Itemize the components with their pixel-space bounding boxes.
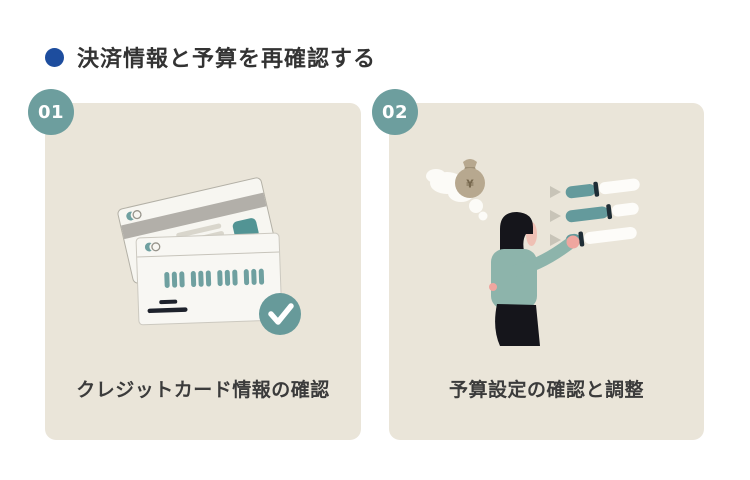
person-hand bbox=[566, 235, 580, 249]
card-holder-lines bbox=[147, 299, 188, 314]
bullet-circle-icon bbox=[45, 47, 64, 67]
card-number-digits bbox=[164, 268, 265, 288]
card-brand-icon bbox=[126, 210, 142, 221]
front-card bbox=[135, 232, 283, 326]
check-icon bbox=[259, 293, 301, 335]
budget-sliders-illustration: ¥ bbox=[426, 159, 640, 346]
magnetic-stripe bbox=[121, 192, 267, 240]
step-card-payment: 01 bbox=[28, 89, 361, 440]
step-label: クレジットカード情報の確認 bbox=[76, 379, 330, 401]
slider-row bbox=[565, 178, 640, 199]
person-sweater bbox=[491, 249, 537, 309]
slider-row bbox=[565, 202, 639, 223]
step-label: 予算設定の確認と調整 bbox=[448, 379, 644, 401]
person-skirt bbox=[495, 304, 540, 346]
step-number-badge: 01 bbox=[28, 89, 74, 135]
credit-cards-illustration bbox=[117, 177, 301, 335]
page-header: 決済情報と予算を再確認する bbox=[45, 41, 376, 73]
person-hair bbox=[500, 212, 533, 251]
slider-pointers bbox=[550, 186, 561, 246]
person-figure bbox=[489, 212, 580, 346]
person-arm bbox=[509, 238, 575, 277]
page-title: 決済情報と予算を再確認する bbox=[77, 47, 377, 72]
step-card-budget: 02 ¥ bbox=[372, 89, 704, 440]
yen-symbol: ¥ bbox=[466, 178, 474, 191]
money-bag-icon: ¥ bbox=[455, 159, 485, 198]
card-brand-icon bbox=[144, 242, 161, 252]
step-number-badge: 02 bbox=[372, 89, 418, 135]
